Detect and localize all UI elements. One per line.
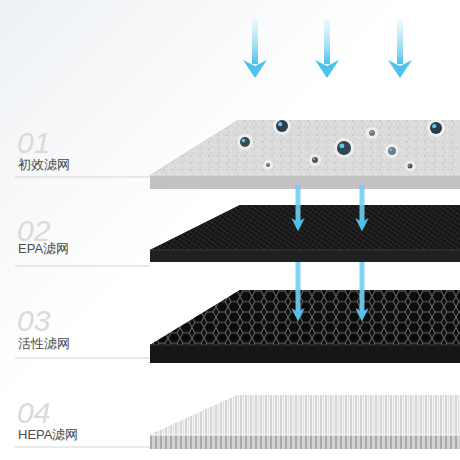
callout-number: 01 bbox=[17, 128, 50, 158]
label-underline bbox=[15, 358, 150, 359]
airflow-arrow bbox=[296, 262, 301, 316]
airflow-arrows bbox=[243, 20, 412, 78]
filter-layer: 初效滤网 bbox=[15, 140, 460, 185]
filter-layer: 活性滤网 bbox=[15, 322, 460, 362]
callout-number: 03 bbox=[17, 306, 50, 336]
layer-label: 活性滤网 bbox=[18, 336, 70, 352]
airflow-arrow bbox=[296, 185, 301, 226]
filter-slab bbox=[15, 322, 460, 362]
filter-layer: HEPA滤网 bbox=[15, 415, 460, 450]
filter-slab bbox=[15, 140, 460, 185]
filter-layer: EPA滤网 bbox=[15, 232, 460, 262]
filter-slab bbox=[15, 232, 460, 262]
label-underline bbox=[15, 447, 150, 448]
layer-label: HEPA滤网 bbox=[18, 427, 78, 443]
filter-slab bbox=[15, 415, 460, 450]
layer-label: EPA滤网 bbox=[18, 241, 69, 257]
label-underline bbox=[15, 177, 150, 178]
airflow-arrow bbox=[360, 262, 365, 316]
layer-label: 初效滤网 bbox=[18, 157, 70, 173]
callout-number: 04 bbox=[17, 398, 50, 428]
label-underline bbox=[15, 266, 150, 267]
airflow-arrow bbox=[360, 185, 365, 226]
